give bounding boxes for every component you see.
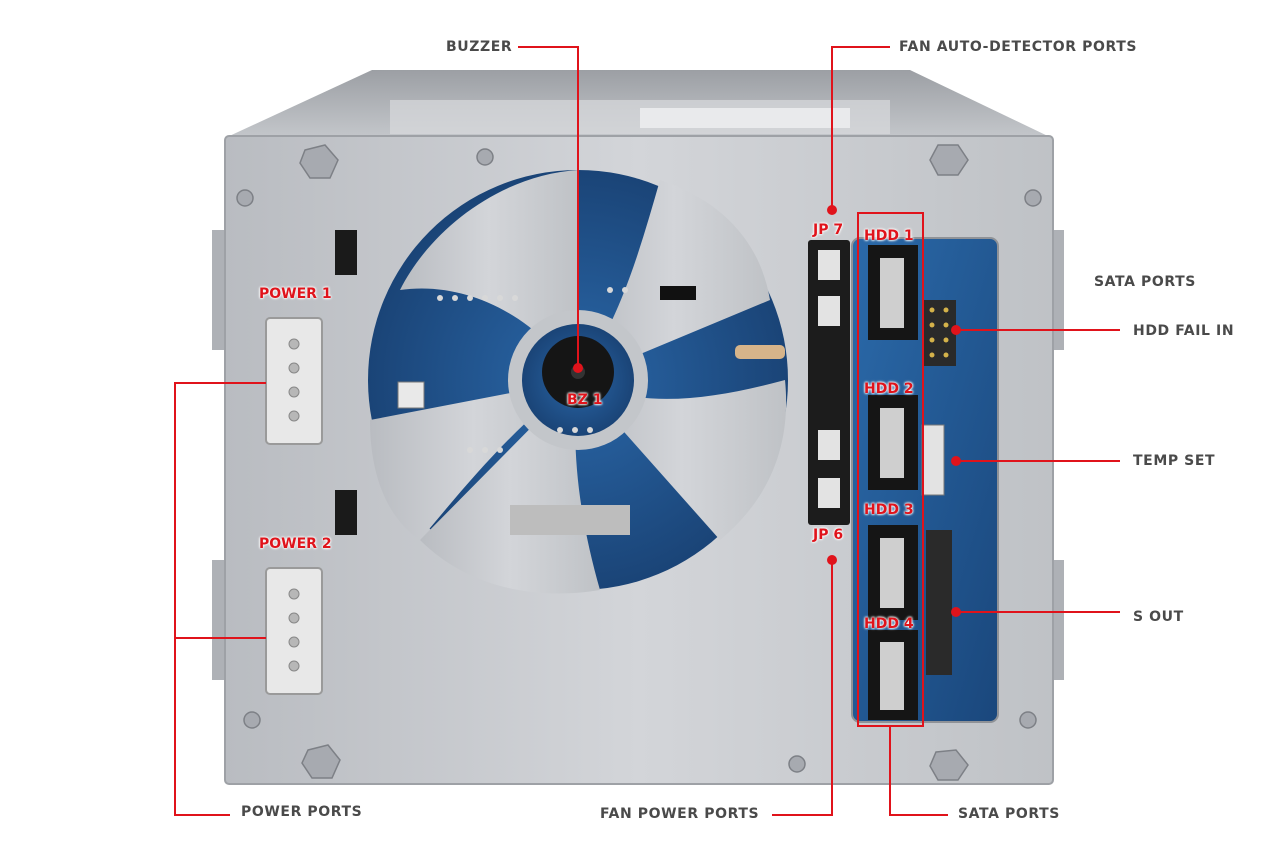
hdd2-label: HDD 2 [864, 381, 914, 397]
jp-connectors [808, 240, 850, 525]
fan-power-ports-callout: FAN POWER PORTS [600, 806, 760, 822]
power-ports-callout: POWER PORTS [241, 804, 363, 820]
sata-ports-top-callout: SATA PORTS [1094, 274, 1196, 290]
fan-auto-detector-ports-callout: FAN AUTO-DETECTOR PORTS [899, 39, 1138, 55]
hdd1-label: HDD 1 [864, 228, 914, 244]
power-connector-1 [265, 317, 323, 445]
buzzer-callout: BUZZER [446, 39, 513, 55]
fan-grille [368, 170, 788, 594]
s-out-callout: S OUT [1133, 609, 1184, 625]
power2-label: POWER 2 [259, 536, 332, 552]
leader-dots [573, 205, 961, 617]
bz1-label: BZ 1 [567, 392, 603, 408]
jp7-label: JP 7 [813, 222, 844, 238]
power-connector-2 [265, 567, 323, 695]
hdd-fail-in-callout: HDD FAIL IN [1133, 323, 1235, 339]
temp-set-callout: TEMP SET [1133, 453, 1216, 469]
hdd3-label: HDD 3 [864, 502, 914, 518]
screws [236, 144, 1042, 781]
sata-ports-bottom-callout: SATA PORTS [958, 806, 1060, 822]
power1-label: POWER 1 [259, 286, 332, 302]
leader-lines [174, 46, 1120, 816]
vent-slots [335, 230, 357, 535]
sata-board [851, 237, 999, 723]
enclosure-top [225, 70, 1052, 138]
jp6-label: JP 6 [813, 527, 844, 543]
hdd4-label: HDD 4 [864, 616, 914, 632]
